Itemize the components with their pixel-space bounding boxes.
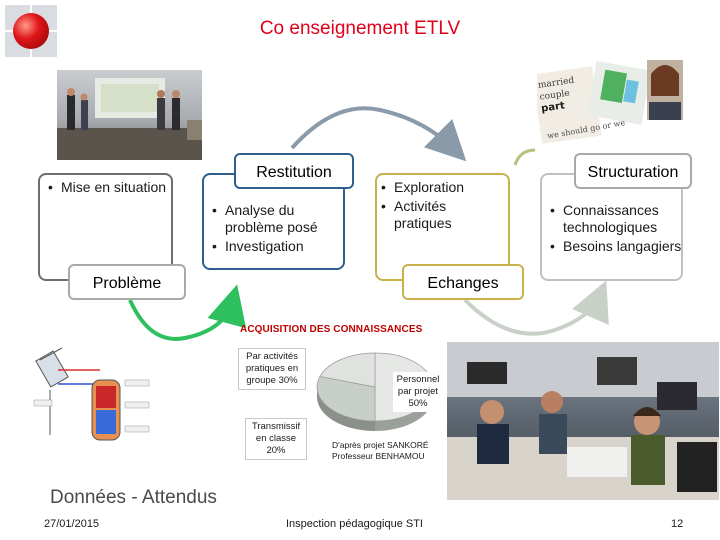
page-number: 12 [671, 518, 684, 530]
probleme-label: Problème [68, 264, 186, 300]
pie-label-groupe: Par activités pratiques en groupe 30% [238, 348, 306, 390]
structuration-label: Structuration [574, 153, 692, 189]
arrow-echanges-to-structuration [463, 280, 609, 336]
arrow-restitution-to-echanges [290, 106, 467, 162]
svg-text:part: part [541, 100, 566, 114]
structuration-box: Connaissances technologiques Besoins lan… [540, 173, 683, 281]
arrow-probleme-to-restitution [128, 284, 247, 341]
restitution-item: Investigation [212, 238, 342, 255]
pie-slice [316, 376, 376, 422]
slide-title: Co enseignement ETLV [259, 18, 461, 39]
section-label: Données - Attendus [36, 480, 281, 516]
structuration-item: Connaissances technologiques [550, 202, 682, 236]
svg-text:couple: couple [539, 89, 570, 103]
logo-ball-icon [13, 13, 49, 49]
probleme-bullets: Mise en situation [48, 179, 168, 198]
solar-schema-image [30, 340, 155, 450]
credit-line-1: D'après projet SANKORÉ [332, 440, 429, 450]
pie-label-projet: Personnel par projet 50% [393, 372, 443, 412]
footer-date: 27/01/2015 [44, 518, 100, 530]
structuration-item: Besoins langagiers [550, 238, 682, 255]
restitution-bullets: Analyse du problème posé Investigation [212, 202, 342, 257]
probleme-box: Mise en situation [38, 173, 173, 281]
pie-slice [319, 352, 376, 388]
echanges-item: Activités pratiques [381, 198, 506, 232]
credit-text: D'après projet SANKORÉ Professeur BENHAM… [332, 440, 429, 462]
arrow-structuration-curve [513, 148, 536, 166]
restitution-label: Restitution [234, 153, 354, 189]
echanges-item: Exploration [381, 179, 506, 196]
pie-label-transmissif: Transmissif en classe 20% [245, 418, 307, 460]
footer-center: Inspection pédagogique STI [286, 518, 423, 530]
echanges-label: Echanges [402, 264, 524, 300]
books-photo: married couple part we should go or we [537, 60, 683, 145]
restitution-item: Analyse du problème posé [212, 202, 342, 236]
students-photo [447, 342, 719, 500]
logo [5, 5, 57, 57]
credit-line-2: Professeur BENHAMOU [332, 451, 425, 461]
echanges-bullets: Exploration Activités pratiques [381, 179, 506, 234]
structuration-bullets: Connaissances technologiques Besoins lan… [550, 202, 682, 257]
knowledge-pie-chart [316, 352, 434, 431]
probleme-item: Mise en situation [48, 179, 168, 196]
classroom-photo [57, 70, 202, 160]
acquisition-title: ACQUISITION DES CONNAISSANCES [240, 324, 423, 335]
restitution-box: Analyse du problème posé Investigation [202, 173, 345, 270]
